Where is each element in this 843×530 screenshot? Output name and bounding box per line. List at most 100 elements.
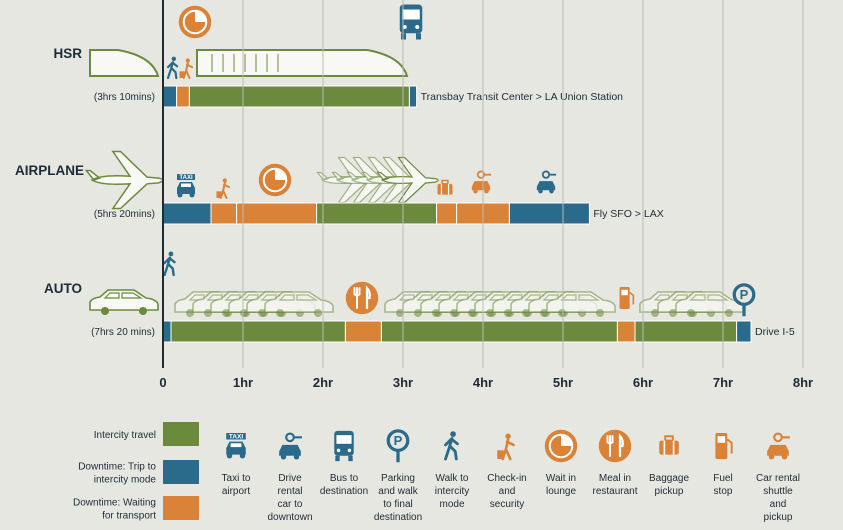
icon-key-label: Baggage (649, 473, 689, 484)
icon-key-label: pickup (764, 512, 793, 523)
svg-text:P: P (740, 287, 749, 302)
hsr-train-icon (89, 49, 160, 77)
car-ghost-5 (264, 291, 334, 317)
mode-name-hsr: HSR (53, 46, 82, 61)
icon-key-label: Taxi to (222, 473, 251, 484)
icon-key-label: Car rental (756, 473, 800, 484)
segment-airplane-4 (436, 202, 458, 225)
wait-lounge-icon (544, 429, 578, 463)
legend-label: intercity mode (94, 475, 157, 486)
icon-key-label: Parking (381, 473, 415, 484)
mode-bar-airplane (162, 202, 590, 225)
route-label-airplane: Fly SFO > LAX (593, 208, 663, 220)
segment-auto-5 (634, 320, 738, 343)
icon-key-label: destination (320, 486, 368, 497)
mode-bar-auto (162, 320, 752, 343)
segment-auto-4 (616, 320, 636, 343)
segment-auto-2 (344, 320, 382, 343)
svg-text:TAXI: TAXI (179, 175, 193, 181)
mode-labels: Transbay Transit Center > LA Union Stati… (15, 46, 795, 338)
vehicle-illustrations (84, 49, 745, 317)
icon-key-label: and (499, 486, 516, 497)
legend-swatch (163, 496, 199, 520)
x-tick-label: 3hr (393, 375, 413, 390)
svg-text:P: P (394, 433, 403, 448)
icon-key-label: restaurant (592, 486, 637, 497)
icon-key-baggage: Baggage pickup (649, 435, 689, 497)
mode-bar-hsr (162, 85, 418, 108)
legend-label: Downtime: Trip to (78, 462, 156, 473)
airplane-ghost-4 (376, 156, 439, 204)
icon-key-label: Walk to (436, 473, 469, 484)
icon-key-label: Wait in (546, 473, 576, 484)
route-label-hsr: Transbay Transit Center > LA Union Stati… (421, 91, 624, 103)
icon-key-label: Drive (278, 473, 302, 484)
x-tick-label: 8hr (793, 375, 813, 390)
segment-hsr-2 (188, 85, 410, 108)
fuel-icon (715, 433, 733, 459)
bus-icon (334, 430, 354, 462)
rental-car-icon (536, 170, 557, 194)
meal-icon (598, 429, 632, 463)
svg-text:TAXI: TAXI (229, 433, 244, 440)
icon-key-label: to final (383, 499, 412, 510)
icon-key-label: security (490, 499, 524, 510)
timeline-icons: TAXI P (163, 4, 756, 317)
segment-hsr-0 (162, 85, 178, 108)
icon-key-check-in: Check-in and security (487, 433, 527, 510)
auto-car-icon (89, 289, 159, 315)
segment-auto-1 (170, 320, 346, 343)
rental-shuttle-icon (471, 170, 492, 194)
icon-key-label: airport (222, 486, 251, 497)
segment-airplane-3 (316, 202, 438, 225)
hsr-train-outline (196, 49, 409, 77)
segment-airplane-2 (236, 202, 318, 225)
legend-item-trip_to_mode: Downtime: Trip to intercity mode (78, 460, 199, 486)
x-tick-label: 4hr (473, 375, 493, 390)
segment-auto-6 (736, 320, 752, 343)
legend-label: Intercity travel (94, 430, 156, 441)
icon-key-label: shuttle (763, 486, 793, 497)
mode-name-airplane: AIRPLANE (15, 163, 84, 178)
rental-car-icon (279, 432, 302, 460)
legend-label: Downtime: Waiting (73, 498, 156, 509)
parking-icon: P (386, 429, 410, 463)
icon-key-wait-lounge: Wait in lounge (544, 429, 578, 497)
icon-key-label: downtown (267, 512, 312, 523)
segment-airplane-6 (508, 202, 590, 225)
taxi-icon: TAXI (177, 174, 195, 198)
icon-key-taxi: TAXI Taxi to airport (222, 433, 251, 497)
segment-airplane-0 (162, 202, 212, 225)
icon-key-label: and (770, 499, 787, 510)
icon-key-label: Check-in (487, 473, 526, 484)
x-tick-label: 1hr (233, 375, 253, 390)
segment-auto-0 (162, 320, 172, 343)
walk-icon (166, 56, 179, 80)
taxi-icon: TAXI (226, 433, 246, 459)
rental-shuttle-icon (767, 432, 790, 460)
icon-key-label: Meal in (599, 473, 631, 484)
check-in-icon (216, 178, 231, 200)
x-tick-label: 7hr (713, 375, 733, 390)
icon-key-label: intercity (435, 486, 469, 497)
icon-key-label: lounge (546, 486, 576, 497)
icon-key-label: Fuel (713, 473, 732, 484)
icon-key-fuel: Fuel stop (713, 433, 733, 497)
mode-name-auto: AUTO (44, 281, 82, 296)
legend-swatch (163, 422, 199, 446)
check-in-icon (497, 433, 515, 461)
icon-key-label: stop (714, 486, 733, 497)
car-ghost-15 (546, 291, 616, 317)
icon-key-label: destination (374, 512, 422, 523)
icon-key-label: pickup (655, 486, 684, 497)
segment-auto-3 (380, 320, 618, 343)
route-label-auto: Drive I-5 (755, 326, 795, 338)
parking-icon: P (732, 283, 756, 317)
